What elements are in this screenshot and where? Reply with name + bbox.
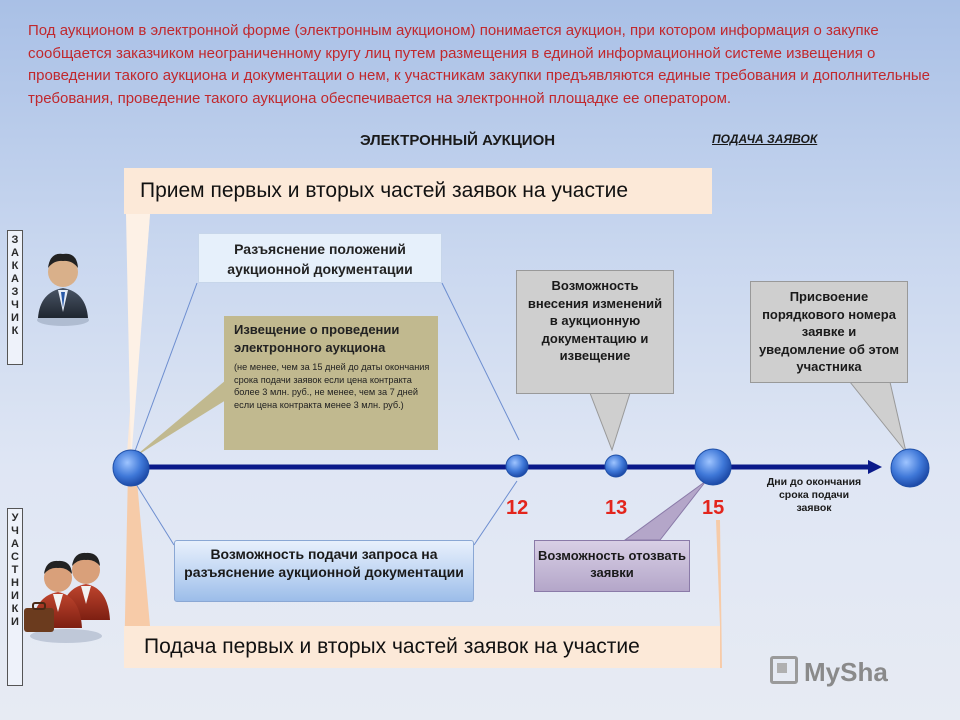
timeline-arrowhead bbox=[868, 460, 882, 474]
diagram-title: ЭЛЕКТРОННЫЙ АУКЦИОН bbox=[360, 132, 556, 149]
assign-callout-tail bbox=[848, 381, 907, 453]
day-label-12: 12 bbox=[506, 497, 529, 519]
day-label-13: 13 bbox=[605, 497, 628, 519]
watermark-logo: MySha bbox=[770, 656, 888, 688]
vertical-letter: С bbox=[11, 551, 19, 563]
connector-line bbox=[130, 282, 198, 463]
vertical-letter: И bbox=[11, 312, 19, 324]
vertical-letter: А bbox=[11, 273, 19, 285]
watermark-text: MySha bbox=[804, 657, 888, 687]
vertical-letter: З bbox=[11, 234, 19, 246]
vertical-letter: И bbox=[11, 616, 19, 628]
vertical-letter: А bbox=[11, 247, 19, 259]
vertical-letter: Н bbox=[11, 577, 19, 589]
notice-title: Извещение о проведении электронного аукц… bbox=[234, 322, 400, 355]
intro-paragraph: Под аукционом в электронной форме (элект… bbox=[28, 22, 930, 107]
vertical-letter: К bbox=[11, 260, 19, 272]
notice-box: Извещение о проведении электронного аукц… bbox=[224, 316, 438, 450]
vertical-letter: К bbox=[11, 325, 19, 337]
vertical-letter: Т bbox=[11, 564, 19, 576]
vertical-letter: Ч bbox=[11, 525, 19, 537]
logo-icon bbox=[770, 656, 798, 684]
timeline-end-dot bbox=[890, 448, 930, 488]
notice-note: (не менее, чем за 15 дней до даты оконча… bbox=[234, 362, 430, 410]
vertical-letter: З bbox=[11, 286, 19, 298]
top-band-title: Прием первых и вторых частей заявок на у… bbox=[124, 168, 712, 214]
vertical-letter: А bbox=[11, 538, 19, 550]
connector-line bbox=[441, 282, 520, 441]
vertical-letter: К bbox=[11, 603, 19, 615]
assign-number-box: Присвоение порядкового номера заявке и у… bbox=[750, 281, 908, 383]
timeline-dot-13 bbox=[604, 454, 628, 478]
vertical-letter: У bbox=[11, 512, 19, 524]
vertical-letter: И bbox=[11, 590, 19, 602]
changes-box: Возможность внесения изменений в аукцион… bbox=[516, 270, 674, 394]
clarification-box: Разъяснение положений аукционной докумен… bbox=[198, 233, 442, 283]
top-band-wedge-left bbox=[126, 214, 150, 462]
timeline-dot-15 bbox=[694, 448, 732, 486]
participants-icon bbox=[24, 552, 110, 643]
day-label-15: 15 bbox=[702, 497, 725, 519]
request-clarification-box: Возможность подачи запроса на разъяснени… bbox=[174, 540, 474, 602]
bottom-band-title: Подача первых и вторых частей заявок на … bbox=[124, 626, 720, 668]
diagram-subtitle: ПОДАЧА ЗАЯВОК bbox=[712, 132, 818, 146]
vertical-letter: Ч bbox=[11, 299, 19, 311]
notice-callout-tail bbox=[133, 380, 226, 458]
timeline-start-dot bbox=[112, 449, 150, 487]
customer-person-icon bbox=[37, 253, 89, 326]
connector-line bbox=[130, 475, 175, 546]
connector-line bbox=[473, 480, 518, 546]
timeline-dot-12 bbox=[505, 454, 529, 478]
changes-callout-tail bbox=[589, 392, 631, 452]
revoke-box: Возможность отозвать заявки bbox=[534, 540, 690, 592]
revoke-callout-tail bbox=[623, 480, 707, 541]
days-label: Дни до окончания срока подачи заявок bbox=[766, 476, 862, 514]
